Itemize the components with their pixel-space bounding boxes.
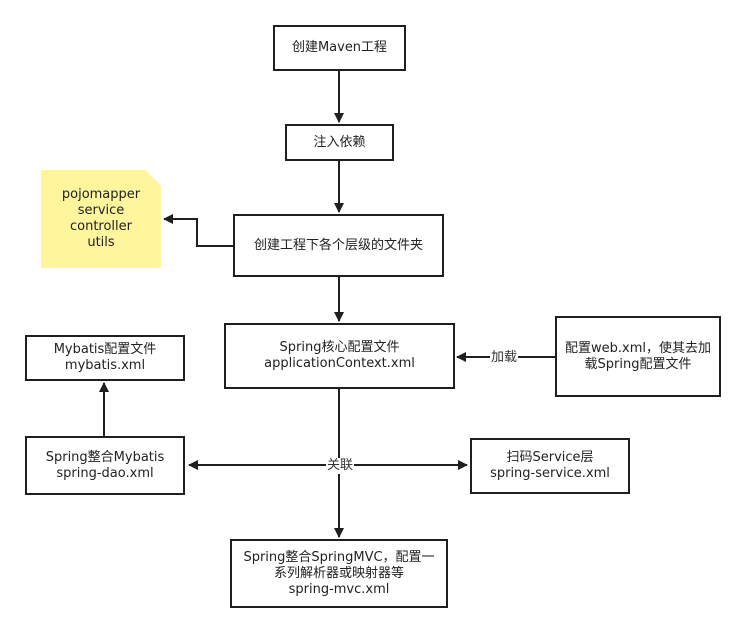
node-spring-service-label: 扫码Service层 (506, 450, 594, 465)
folder-note: pojomapper service controller utils (41, 170, 161, 268)
node-create-folders-label: 创建工程下各个层级的文件夹 (253, 237, 423, 253)
node-web-xml-label: 配置web.xml，使其去加 (565, 340, 711, 356)
node-mybatis-config: Mybatis配置文件 mybatis.xml (25, 335, 185, 381)
node-create-maven-label: 创建Maven工程 (291, 40, 388, 55)
node-spring-mvc-label: 系列解析器或映射器等 (273, 565, 404, 581)
node-spring-dao-label: Spring整合Mybatis (45, 449, 165, 465)
node-web-xml-label: 载Spring配置文件 (584, 356, 692, 372)
node-spring-dao: Spring整合Mybatis spring-dao.xml (25, 436, 185, 495)
note-line: service (77, 203, 125, 218)
node-spring-service-file: spring-service.xml (490, 466, 610, 481)
note-line: controller (69, 219, 133, 234)
node-create-folders: 创建工程下各个层级的文件夹 (233, 214, 444, 277)
node-mybatis-config-file: mybatis.xml (64, 358, 146, 373)
edge-label-load: 加载 (490, 350, 519, 366)
node-inject-deps: 注入依赖 (285, 124, 394, 161)
node-spring-core-file: applicationContext.xml (264, 356, 415, 371)
node-inject-deps-label: 注入依赖 (313, 134, 366, 150)
edge-folders-to-note (163, 214, 233, 247)
note-line: utils (87, 235, 115, 250)
node-spring-mvc-file: spring-mvc.xml (288, 581, 390, 597)
node-spring-core-label: Spring核心配置文件 (279, 340, 400, 355)
node-create-maven: 创建Maven工程 (273, 25, 406, 71)
node-mybatis-config-label: Mybatis配置文件 (53, 342, 157, 357)
node-spring-service: 扫码Service层 spring-service.xml (470, 438, 630, 494)
node-web-xml: 配置web.xml，使其去加 载Spring配置文件 (555, 316, 721, 397)
edge-label-relate: 关联 (326, 458, 355, 474)
node-spring-core: Spring核心配置文件 applicationContext.xml (224, 323, 455, 389)
node-spring-mvc-label: Spring整合SpringMVC，配置一 (243, 549, 435, 565)
note-line: pojomapper (61, 187, 141, 202)
node-spring-mvc: Spring整合SpringMVC，配置一 系列解析器或映射器等 spring-… (230, 539, 448, 608)
node-spring-dao-file: spring-dao.xml (56, 465, 154, 481)
